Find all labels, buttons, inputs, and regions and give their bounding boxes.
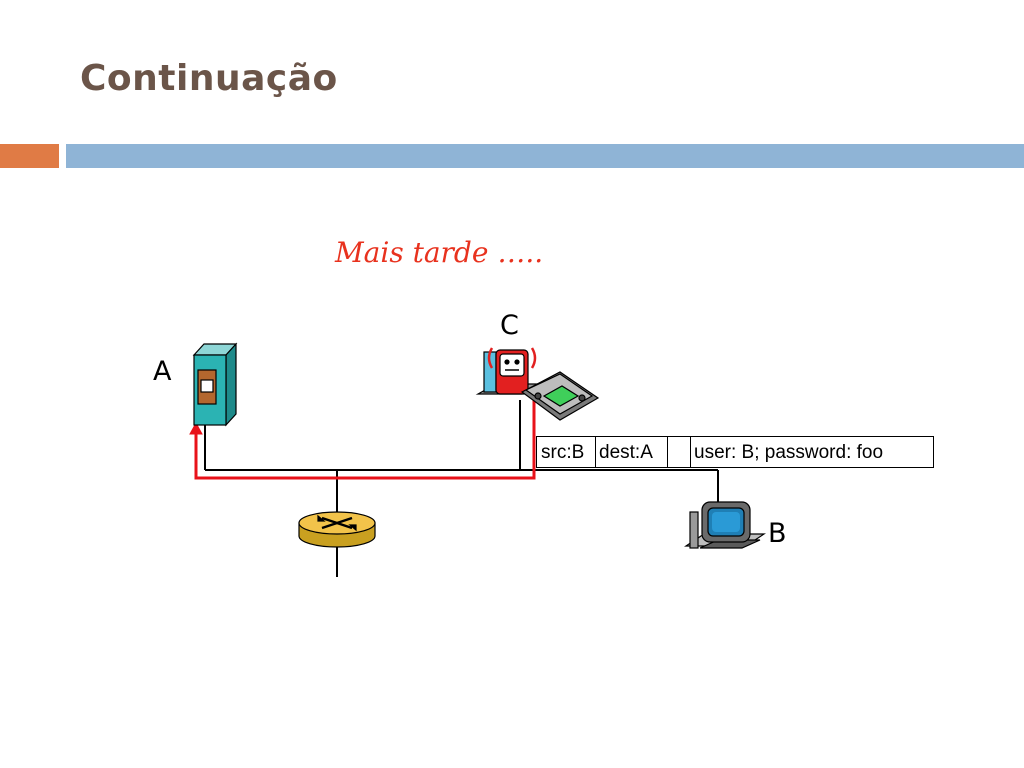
- title-divider-bar: [66, 144, 1024, 168]
- spoofed-packet-path: [189, 396, 536, 480]
- network-links: [204, 400, 719, 577]
- node-label-a: A: [153, 356, 172, 387]
- server-a-icon: [192, 342, 238, 427]
- router-icon: [298, 511, 376, 548]
- packet-src: src:B: [541, 442, 585, 463]
- path-arrowhead: [189, 421, 203, 435]
- packet-separator: [667, 437, 668, 467]
- title-accent-bar: [0, 144, 59, 168]
- packet-box: src:B dest:A user: B; password: foo: [536, 436, 934, 468]
- packet-separator: [595, 437, 596, 467]
- attacker-c-icon: [475, 347, 600, 421]
- slide-title: Continuação: [80, 58, 338, 99]
- computer-b-icon: [684, 501, 766, 549]
- packet-payload: user: B; password: foo: [694, 442, 884, 463]
- node-label-c: C: [500, 310, 519, 341]
- packet-dest: dest:A: [599, 442, 653, 463]
- diagram-caption: Mais tarde …..: [335, 236, 544, 269]
- packet-separator: [690, 437, 691, 467]
- node-label-b: B: [768, 518, 787, 549]
